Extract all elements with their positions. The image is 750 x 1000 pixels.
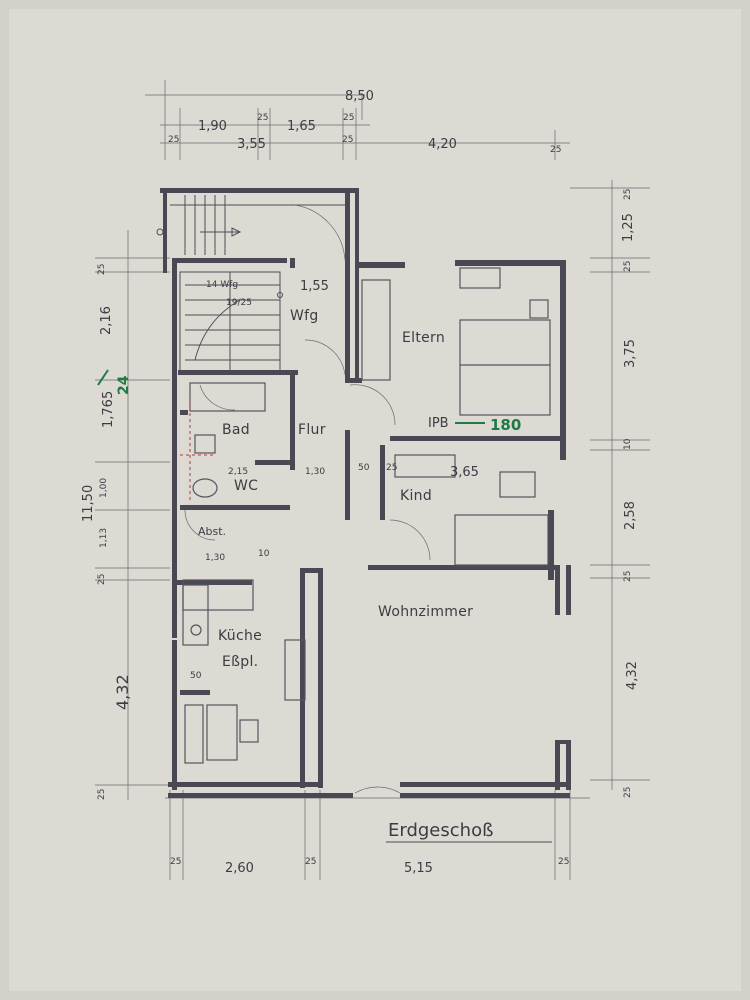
stairs xyxy=(156,195,350,372)
dim-left-d: 1,00 xyxy=(99,478,109,498)
dimensions-left: 25 2,16 1,765 1,00 1,13 11,50 25 4,32 25… xyxy=(81,264,132,800)
doors xyxy=(184,204,431,794)
dimensions-top: 8,50 1,90 25 1,65 25 25 3,55 25 4,20 25 xyxy=(168,89,561,155)
dim-bottom-e: 25 xyxy=(558,857,569,867)
dim-top-i: 25 xyxy=(550,145,561,155)
dim-kind-width: 3,65 xyxy=(450,465,479,480)
room-label-abst: Abst. xyxy=(198,525,226,538)
dim-bottom-b: 2,60 xyxy=(225,861,254,876)
dim-left-i: 25 xyxy=(97,789,107,800)
dim-top-c: 1,65 xyxy=(287,119,316,134)
dim-left-f: 11,50 xyxy=(81,485,96,522)
dimensions-inner: 14 Wfg 19/25 1,55 2,15 1,30 50 25 3,65 1… xyxy=(190,279,521,681)
dimensions-right: 25 1,25 25 3,75 10 2,58 25 4,32 25 xyxy=(621,189,640,798)
dim-kind-a: 50 xyxy=(358,463,370,473)
dim-right-f: 2,58 xyxy=(623,501,638,530)
room-label-bad: Bad xyxy=(222,422,250,438)
ipb-green-value: 180 xyxy=(490,416,521,434)
dimension-lines xyxy=(95,80,650,880)
dim-right-h: 4,32 xyxy=(625,661,640,690)
dim-abst-side: 10 xyxy=(258,549,270,559)
dim-left-g: 25 xyxy=(97,574,107,585)
dim-kind-b: 25 xyxy=(386,463,397,473)
dim-right-d: 3,75 xyxy=(623,339,638,368)
plan-title-group: Erdgeschoß xyxy=(386,820,552,843)
dim-right-b: 1,25 xyxy=(621,213,636,242)
dim-top-d: 25 xyxy=(343,113,354,123)
dim-stair-sub: 19/25 xyxy=(226,298,252,308)
room-label-kind: Kind xyxy=(400,488,432,504)
dim-top-total: 8,50 xyxy=(345,89,374,104)
room-label-wohnzimmer: Wohnzimmer xyxy=(378,604,473,620)
dim-right-g: 25 xyxy=(623,571,633,582)
dim-kitchen-side: 50 xyxy=(190,671,202,681)
dim-left-c: 1,765 xyxy=(101,391,116,428)
dim-bottom-a: 25 xyxy=(170,857,181,867)
room-label-esspl: Eßpl. xyxy=(222,654,258,670)
dim-right-e: 10 xyxy=(623,438,633,450)
dim-wc-width: 1,30 xyxy=(305,467,325,477)
dim-left-green: 24 xyxy=(116,375,132,395)
room-labels: Eltern Wfg Bad Flur WC Kind Abst. Küche … xyxy=(198,308,473,670)
dim-top-g: 25 xyxy=(342,135,353,145)
dim-top-a: 1,90 xyxy=(198,119,227,134)
dim-stair-count: 14 Wfg xyxy=(206,280,238,290)
room-label-flur: Flur xyxy=(298,422,326,438)
dim-right-c: 25 xyxy=(623,261,633,272)
dim-left-b: 2,16 xyxy=(99,306,114,335)
dim-left-h: 4,32 xyxy=(113,674,132,710)
room-label-wc: WC xyxy=(234,478,258,494)
dim-left-a: 25 xyxy=(97,264,107,275)
ipb-label: IPB xyxy=(428,416,449,431)
dim-bad-width: 2,15 xyxy=(228,467,248,477)
plan-title: Erdgeschoß xyxy=(388,820,493,841)
dim-stair-width: 1,55 xyxy=(300,279,329,294)
walls xyxy=(160,188,571,798)
room-label-wfg: Wfg xyxy=(290,308,319,324)
dim-right-i: 25 xyxy=(623,787,633,798)
dim-top-e: 25 xyxy=(168,135,179,145)
dim-right-a: 25 xyxy=(623,189,633,200)
furniture xyxy=(182,267,551,764)
dim-abst-width: 1,30 xyxy=(205,553,225,563)
room-label-kueche: Küche xyxy=(218,628,262,644)
dim-top-h: 4,20 xyxy=(428,137,457,152)
dim-bottom-d: 5,15 xyxy=(404,861,433,876)
dim-left-e: 1,13 xyxy=(99,528,109,548)
dimensions-bottom: 25 2,60 25 5,15 25 xyxy=(170,857,569,876)
dim-top-f: 3,55 xyxy=(237,137,266,152)
dim-top-b: 25 xyxy=(257,113,268,123)
dim-bottom-c: 25 xyxy=(305,857,316,867)
room-label-eltern: Eltern xyxy=(402,330,445,346)
